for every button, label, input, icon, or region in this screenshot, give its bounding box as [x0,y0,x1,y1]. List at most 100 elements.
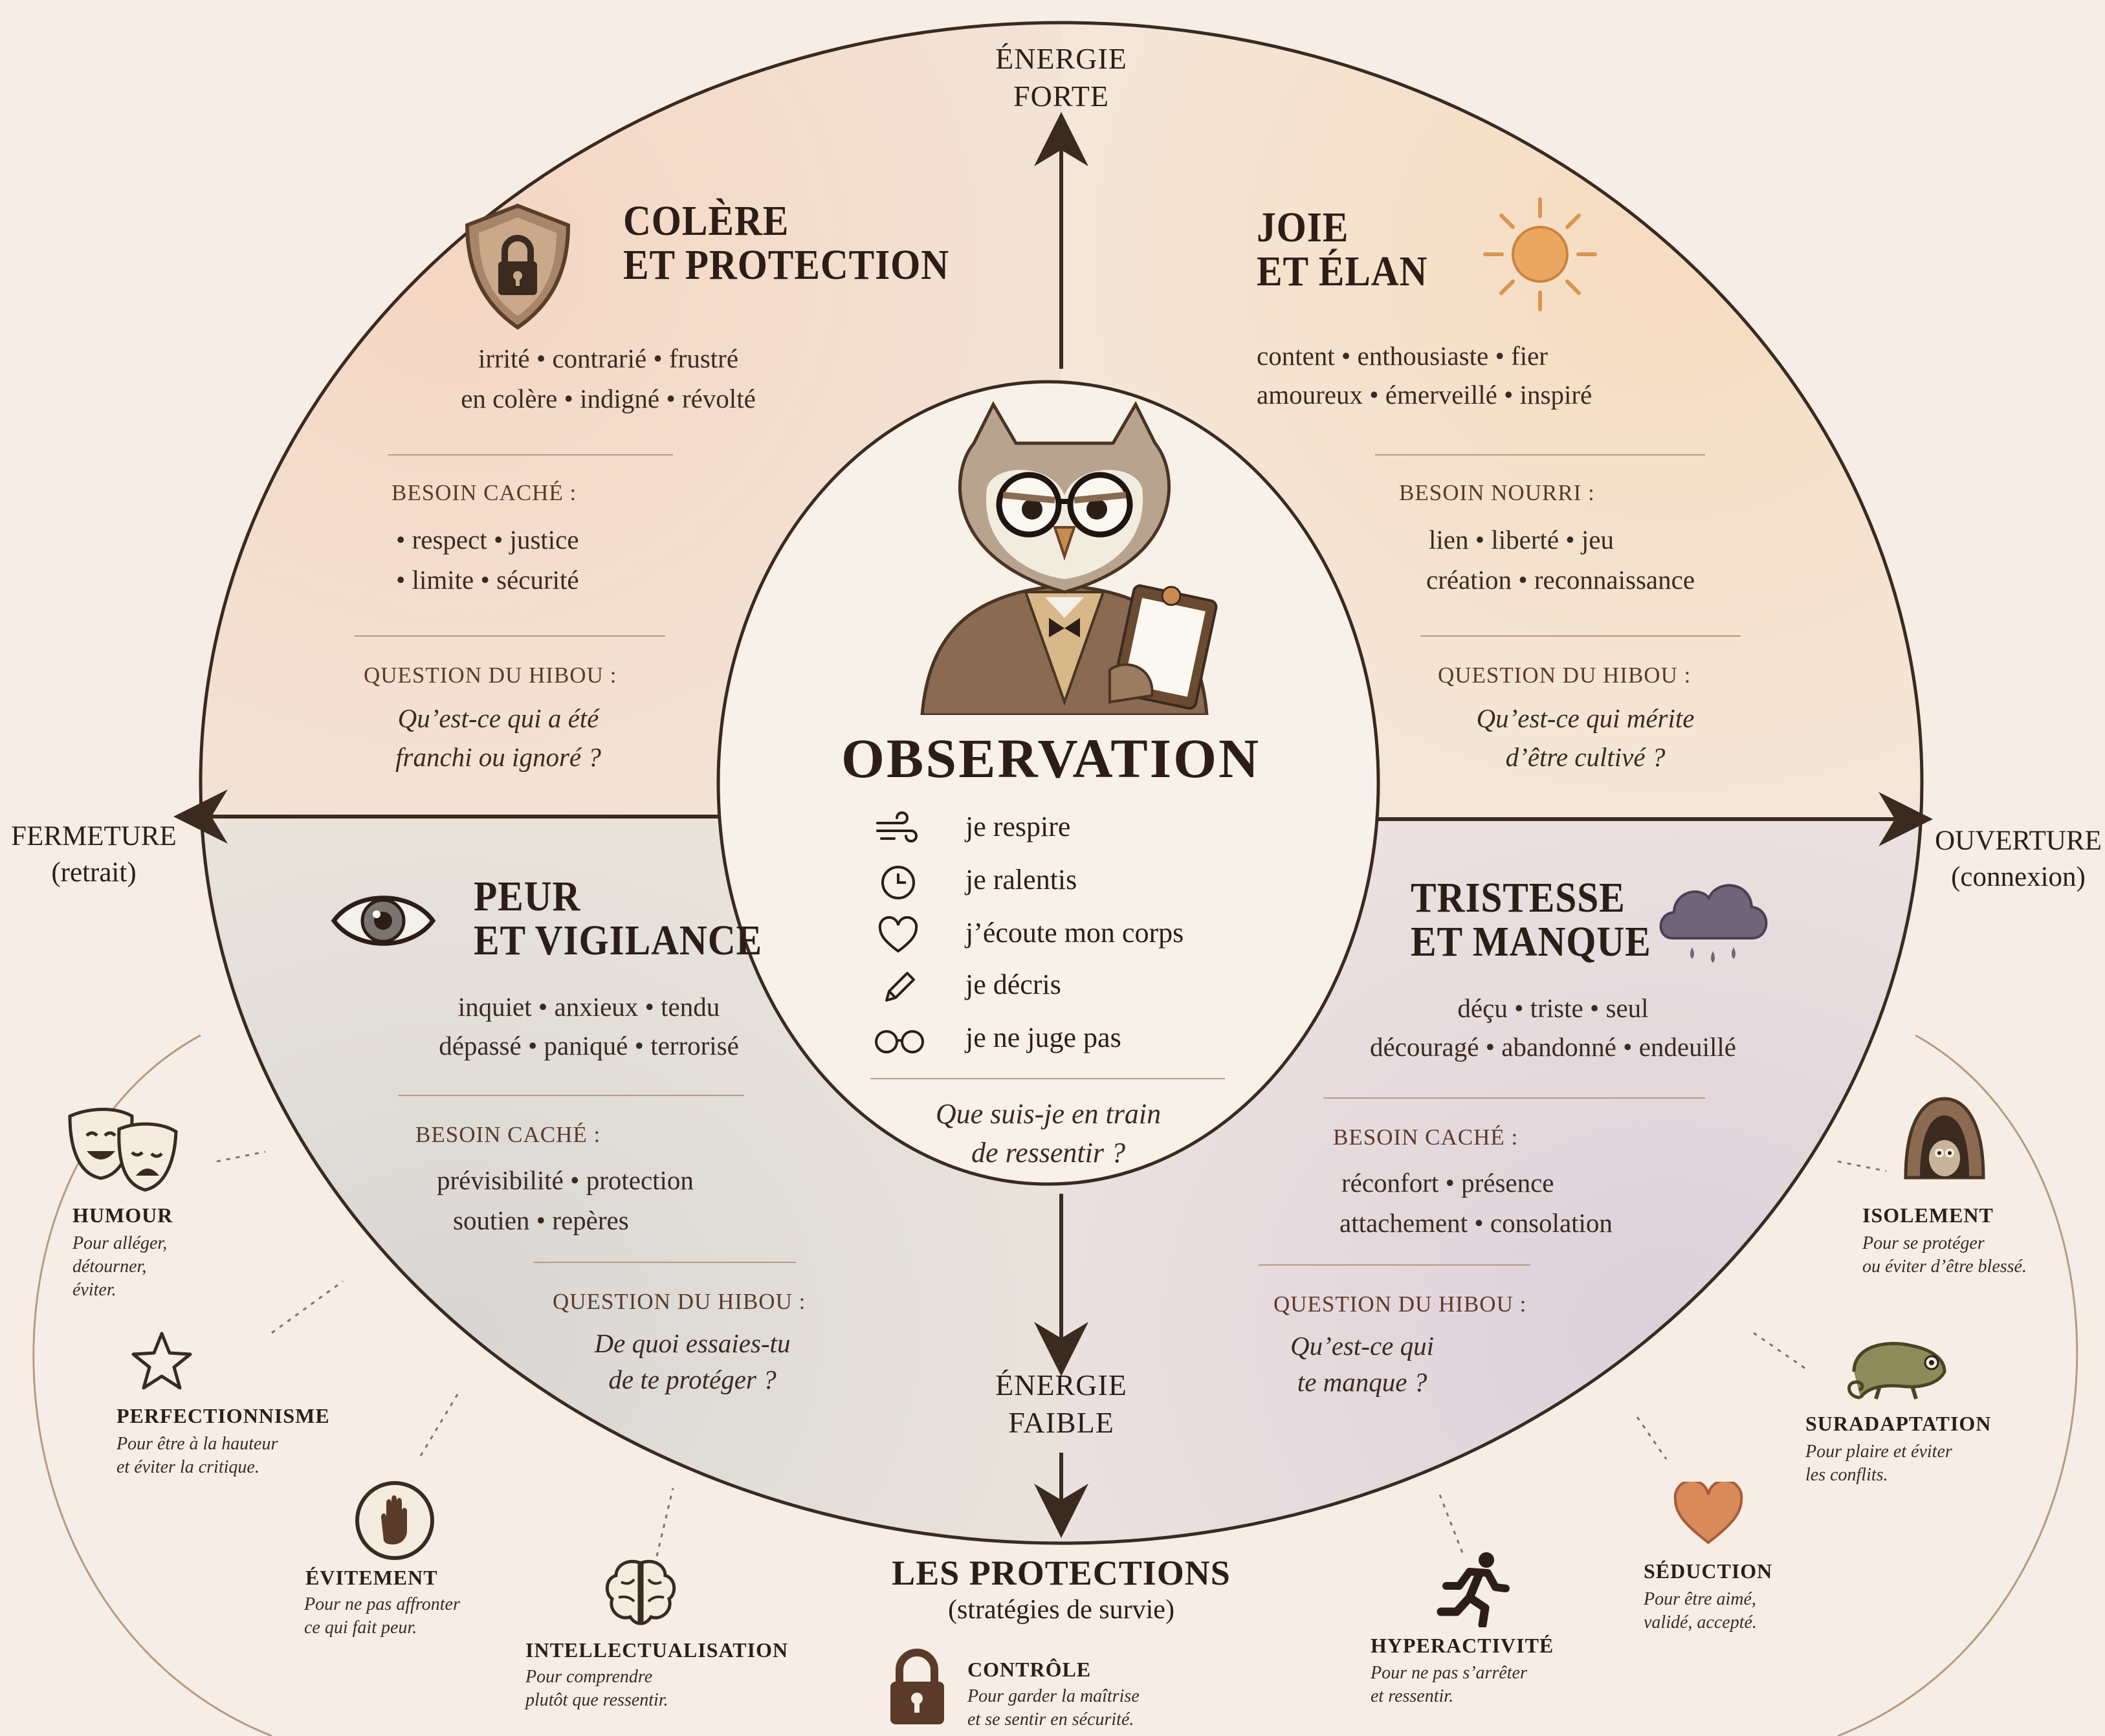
divider [1375,454,1705,456]
glasses-icon [875,1030,924,1053]
divider [1323,1097,1705,1099]
center-step-4: je décris [965,969,1061,1000]
tristesse-need-label: BESOIN CACHÉ : [1333,1125,1519,1150]
colere-question-1: Qu’est-ce qui a été [397,703,599,733]
center-question-2: de ressentir ? [971,1137,1125,1169]
clock-icon [881,866,915,899]
peur-question-label: QUESTION DU HIBOU : [553,1289,806,1314]
joie-needs-2: création • reconnaissance [1426,565,1695,595]
protections-title: LES PROTECTIONS [892,1554,1231,1592]
joie-emotions-1: content • enthousiaste • fier [1257,341,1548,371]
center-ellipse [716,380,1380,1186]
joie-question-label: QUESTION DU HIBOU : [1438,663,1692,688]
center-step-3: j’écoute mon corps [965,917,1184,949]
peur-emotions-2: dépassé • paniqué • terrorisé [439,1031,739,1060]
tristesse-emotions-1: déçu • triste • seul [1457,993,1649,1023]
hyperactivite-name: HYPERACTIVITÉ [1371,1634,1554,1657]
colere-emotions-1: irrité • contrarié • frustré [478,344,739,373]
owl-in-burrow-icon [1904,1097,1985,1180]
humour-name: HUMOUR [72,1203,173,1227]
wind-icon [876,811,918,842]
joie-question-1: Qu’est-ce qui mérite [1476,703,1695,733]
colere-question-label: QUESTION DU HIBOU : [364,663,617,688]
heart-outline-icon [878,916,918,953]
peur-question-2: de te protéger ? [608,1365,777,1394]
colere-question-2: franchi ou ignoré ? [395,742,601,772]
tristesse-needs-1: réconfort • présence [1341,1168,1554,1198]
center-title: OBSERVATION [841,727,1261,789]
divider [355,635,665,637]
owl-icon [920,401,1218,715]
tristesse-question-1: Qu’est-ce qui [1290,1331,1434,1361]
protections-subtitle: (stratégies de survie) [948,1595,1174,1625]
colere-needs-1: • respect • justice [396,525,579,555]
axis-right-label: OUVERTURE(connexion) [1935,826,2102,892]
theatre-masks-icon [68,1108,178,1192]
colere-need-label: BESOIN CACHÉ : [391,480,577,505]
perfectionnisme-name: PERFECTIONNISME [116,1404,330,1427]
shield-lock-icon [465,203,571,330]
pencil-icon [885,972,915,1002]
center-step-1: je respire [965,811,1071,842]
suradaptation-name: SURADAPTATION [1805,1412,1992,1435]
center-step-5: je ne juge pas [965,1022,1121,1053]
divider [1420,635,1741,637]
tristesse-question-2: te manque ? [1297,1367,1427,1397]
evitement-name: ÉVITEMENT [305,1566,438,1589]
protections-arc-right [1837,1034,2078,1736]
joie-needs-1: lien • liberté • jeu [1429,525,1614,555]
eye-icon [331,895,436,946]
running-person-icon [1437,1552,1510,1627]
isolement-name: ISOLEMENT [1862,1203,1994,1227]
peur-question-1: De quoi essaies-tu [594,1328,791,1358]
joie-emotions-2: amoureux • émerveillé • inspiré [1257,380,1593,410]
stop-hand-icon [355,1481,434,1560]
peur-needs-1: prévisibilité • protection [437,1165,694,1195]
tristesse-question-label: QUESTION DU HIBOU : [1273,1291,1527,1317]
divider [388,454,673,456]
brain-icon [605,1559,676,1625]
center-step-2: je ralentis [965,864,1077,895]
divider [1259,1264,1530,1266]
chameleon-icon [1847,1341,1946,1400]
star-icon [131,1332,192,1390]
joie-need-label: BESOIN NOURRI : [1399,480,1595,505]
colere-needs-2: • limite • sécurité [396,565,579,595]
divider [534,1262,796,1263]
humour-desc: Pour alléger,détourner,éviter. [72,1233,168,1300]
center-question-1: Que suis-je en train [935,1098,1162,1130]
sun-icon [1483,197,1597,311]
divider [398,1095,744,1096]
outer-circle [199,21,1924,1545]
peur-needs-2: soutien • repères [453,1205,629,1235]
joie-question-2: d’être cultivé ? [1505,742,1666,772]
tristesse-emotions-2: découragé • abandonné • endeuillé [1369,1032,1736,1062]
peur-emotions-1: inquiet • anxieux • tendu [457,992,720,1022]
intellectualisation-name: INTELLECTUALISATION [525,1638,789,1662]
padlock-icon [890,1649,944,1724]
seduction-desc: Pour être aimé,validé, accepté. [1644,1589,1757,1632]
seduction-name: SÉDUCTION [1644,1559,1773,1583]
controle-name: CONTRÔLE [967,1658,1092,1681]
tristesse-needs-2: attachement • consolation [1339,1208,1613,1238]
divider [870,1078,1225,1079]
colere-emotions-2: en colère • indigné • révolté [461,384,756,413]
heart-icon [1673,1482,1743,1544]
axis-left-label: FERMETURE(retrait) [11,821,177,888]
peur-need-label: BESOIN CACHÉ : [415,1122,601,1147]
